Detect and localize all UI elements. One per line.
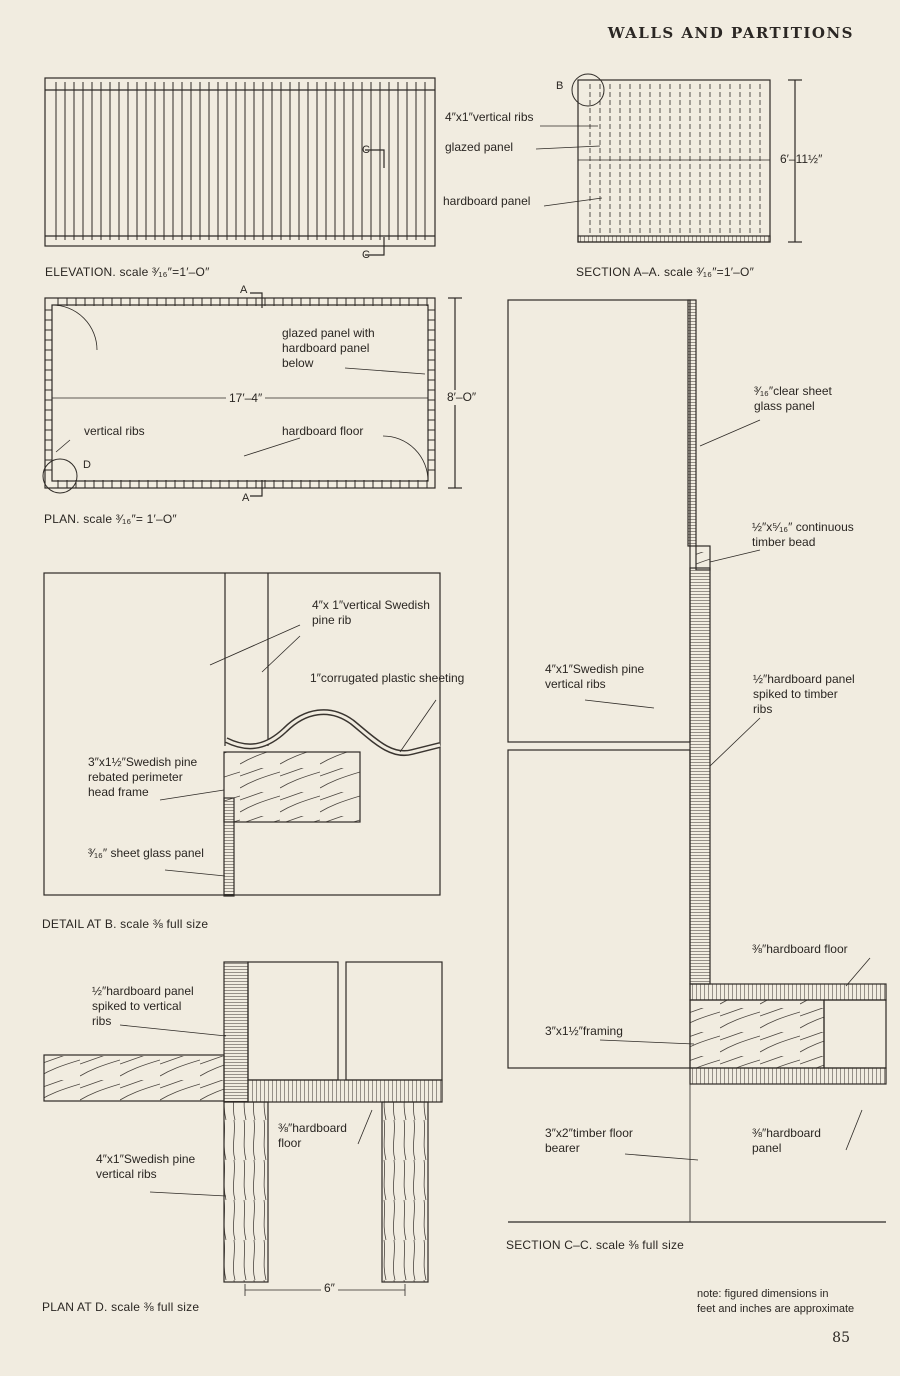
plan-dim-width: 8′–O″ [445,390,479,405]
plan-d-label-ribs: 4″x1″Swedish pine vertical ribs [96,1152,196,1181]
plan-section-mark-a-top: A [240,284,248,296]
section-cc-label-hardboard-panel: ⅜″hardboard panel [752,1126,821,1155]
plan-d-caption: PLAN AT D. scale ⅜ full size [42,1300,200,1314]
section-aa-dim-height: 6′–11½″ [780,152,823,166]
page-number: 85 [832,1330,850,1346]
dimension-note: note: figured dimensions in feet and inc… [697,1288,855,1315]
elevation-section-mark-c-top: C [362,144,370,156]
section-cc-label-bead: ½″x⁵⁄₁₆″ continuous timber bead [752,520,854,549]
plan-d-dim: 6″ [321,1281,338,1296]
plan-d-label-floor: ⅜″hardboard floor [278,1121,347,1150]
plan-d-label-hardboard: ½″hardboard panel spiked to vertical rib… [92,984,194,1028]
detail-b-label-glass: ³⁄₁₆″ sheet glass panel [88,846,204,860]
plan-label-ribs: vertical ribs [84,424,145,438]
section-aa-marker-b: B [556,80,564,92]
section-cc-label-panel: ½″hardboard panel spiked to timber ribs [753,672,855,716]
elevation-drawing [44,77,436,256]
section-aa-label-hardboard: hardboard panel [443,194,531,208]
section-cc-label-ribs: 4″x1″Swedish pine vertical ribs [545,662,645,691]
section-aa-caption: SECTION A–A. scale ³⁄₁₆″=1′–O″ [576,265,755,279]
detail-b-label-rib: 4″x 1″vertical Swedish pine rib [312,598,430,627]
detail-b-caption: DETAIL AT B. scale ⅜ full size [42,917,209,931]
detail-b-drawing [43,572,441,897]
plan-caption: PLAN. scale ³⁄₁₆″= 1′–O″ [44,512,177,526]
section-cc-label-glass: ³⁄₁₆″clear sheet glass panel [754,384,832,413]
section-cc-drawing [507,299,887,1223]
elevation-caption: ELEVATION. scale ³⁄₁₆″=1′–O″ [45,265,210,279]
plan-label-floor: hardboard floor [282,424,364,438]
plan-label-glazed: glazed panel with hardboard panel below [282,326,375,370]
section-aa-drawing [535,73,802,243]
section-cc-label-bearer: 3″x2″timber floor bearer [545,1126,633,1155]
section-aa-label-glazed: glazed panel [445,140,514,154]
section-cc-label-floor: ⅜″hardboard floor [752,942,848,956]
section-aa-label-ribs: 4″x1″vertical ribs [445,110,534,124]
detail-b-label-frame: 3″x1½″Swedish pine rebated perimeter hea… [88,755,198,799]
detail-b-label-sheeting: 1″corrugated plastic sheeting [310,671,465,685]
section-cc-label-framing: 3″x1½″framing [545,1024,623,1038]
plan-dim-length: 17′–4″ [226,391,266,406]
plan-section-mark-a-bottom: A [242,492,250,504]
section-cc-caption: SECTION C–C. scale ⅜ full size [506,1238,685,1252]
plan-marker-d: D [83,459,91,471]
elevation-section-mark-c-bottom: C [362,249,370,261]
page-header: WALLS AND PARTITIONS [607,24,854,42]
